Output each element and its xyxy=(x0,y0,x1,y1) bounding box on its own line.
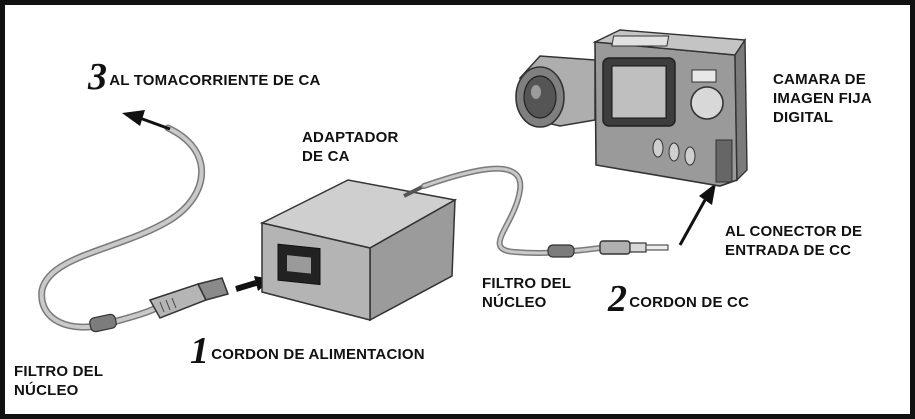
core-filter-dc-label: FILTRO DEL NÚCLEO xyxy=(482,274,571,312)
ac-adapter-icon xyxy=(259,179,458,322)
step1-number: 1 xyxy=(190,330,210,372)
ac-plug-icon xyxy=(148,277,229,319)
outlet-arrow-icon xyxy=(122,110,171,131)
dc-input-arrow-icon xyxy=(678,183,716,246)
camera-label-line1: CAMARA DE xyxy=(773,71,866,88)
camera-label-line2: IMAGEN FIJA xyxy=(773,90,872,107)
step3-number: 3 xyxy=(88,56,108,98)
dc-input-label-line1: AL CONECTOR DE xyxy=(725,223,863,240)
core-filter-ac-label-line2: NÚCLEO xyxy=(14,382,79,399)
adapter-label: ADAPTADOR DE CA xyxy=(302,128,399,166)
core-filter-dc-label-line2: NÚCLEO xyxy=(482,294,547,311)
digital-camera-icon xyxy=(515,29,748,187)
step2-number: 2 xyxy=(608,278,628,320)
core-filter-ac-label-line1: FILTRO DEL xyxy=(14,363,104,380)
dc-plug-icon xyxy=(599,240,669,255)
core-filter-ac-icon xyxy=(89,313,117,333)
step1-text: CORDON DE ALIMENTACION xyxy=(211,346,425,363)
adapter-label-line2: DE CA xyxy=(302,148,350,165)
dc-input-label: AL CONECTOR DE ENTRADA DE CC xyxy=(725,222,862,260)
step3-text: AL TOMACORRIENTE DE CA xyxy=(109,72,321,89)
step2-text: CORDON DE CC xyxy=(629,294,750,311)
core-filter-dc-label-line1: FILTRO DEL xyxy=(482,275,572,292)
core-filter-dc-icon xyxy=(547,244,575,258)
adapter-label-line1: ADAPTADOR xyxy=(302,129,399,146)
camera-label-line3: DIGITAL xyxy=(773,109,834,126)
core-filter-ac-label: FILTRO DEL NÚCLEO xyxy=(14,362,103,400)
camera-label: CAMARA DE IMAGEN FIJA DIGITAL xyxy=(773,70,872,127)
dc-input-label-line2: ENTRADA DE CC xyxy=(725,242,852,259)
